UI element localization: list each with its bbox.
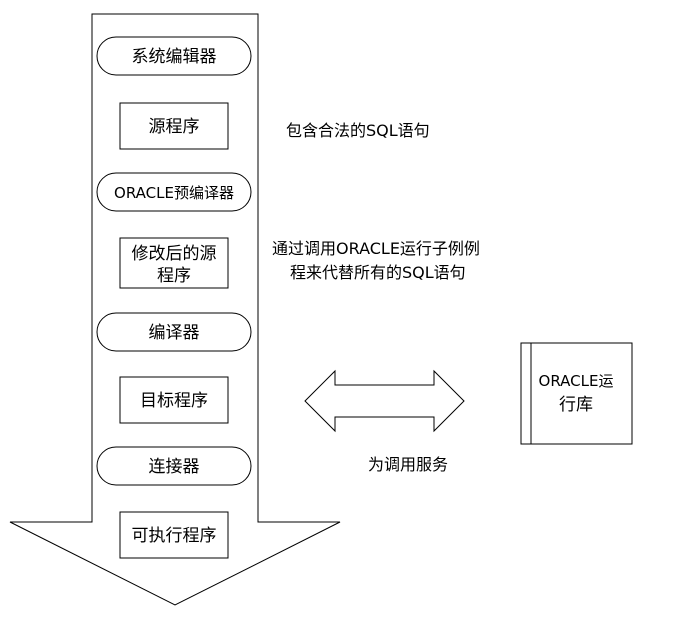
linker-node (96, 446, 252, 486)
note-call-service: 为调用服务 (368, 455, 448, 474)
oracle-runtime-label-line2: 行库 (559, 395, 593, 415)
compiler-node (96, 312, 252, 352)
source-program-label: 源程序 (149, 117, 200, 137)
note-contains-sql: 包含合法的SQL语句 (286, 121, 430, 140)
executable-program-label: 可执行程序 (132, 526, 217, 546)
source-program-node (119, 102, 229, 150)
modified-source-label-line1: 修改后的源 (132, 244, 217, 264)
oracle-runtime-label-line1: ORACLE运 (539, 372, 614, 390)
oracle-runtime-library-box (520, 342, 633, 445)
oracle-precompiler-label: ORACLE预编译器 (114, 184, 234, 202)
process-flow-arrow (9, 13, 341, 606)
bidirectional-arrow (304, 369, 465, 433)
linker-label: 连接器 (149, 457, 200, 477)
modified-source-label-line2: 程序 (157, 266, 191, 286)
system-editor-node (96, 36, 252, 76)
note-replace-sql-line1: 通过调用ORACLE运行子例例 (272, 239, 480, 258)
compiler-label: 编译器 (149, 323, 200, 343)
system-editor-label: 系统编辑器 (132, 47, 217, 67)
executable-program-node (119, 511, 229, 559)
oracle-precompiler-node (96, 172, 252, 212)
object-program-node (119, 376, 229, 424)
note-replace-sql-line2: 程来代替所有的SQL语句 (290, 263, 466, 282)
object-program-label: 目标程序 (140, 391, 208, 411)
modified-source-node (119, 237, 229, 289)
